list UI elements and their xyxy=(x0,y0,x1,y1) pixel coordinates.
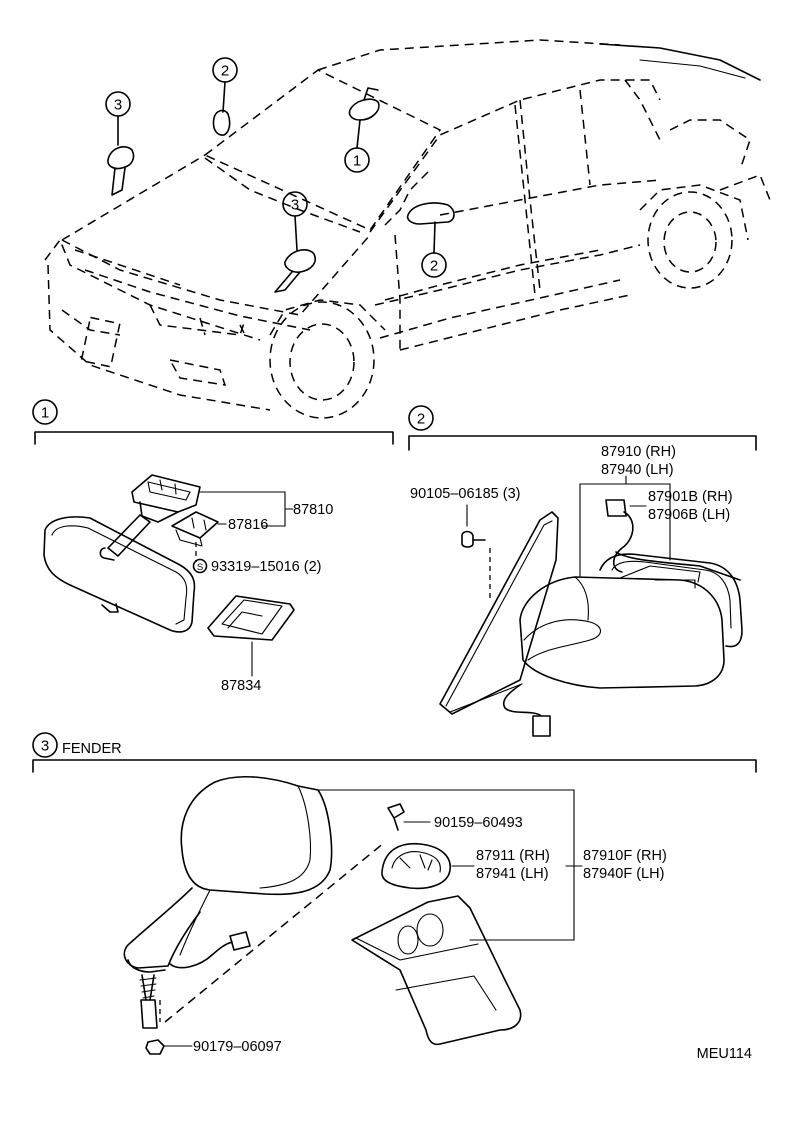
callout-1-inner-mirror: 1 xyxy=(353,153,361,170)
part-90105-06185: 90105–06185 (3) xyxy=(410,486,520,502)
part-90159-60493: 90159–60493 xyxy=(434,815,523,831)
section-1-number: 1 xyxy=(41,405,49,422)
part-90179-06097: 90179–06097 xyxy=(193,1039,282,1055)
section-3-title: FENDER xyxy=(62,741,122,757)
callout-3-fender-left: 3 xyxy=(114,97,122,114)
diagram-code: MEU114 xyxy=(697,1046,752,1062)
callouts: 3 2 1 3 2 xyxy=(105,57,447,278)
part-87901b-rh: 87901B (RH) xyxy=(648,489,733,505)
part-87834: 87834 xyxy=(221,678,261,694)
part-87910f-rh: 87910F (RH) xyxy=(583,848,667,864)
part-87816: 87816 xyxy=(228,517,268,533)
part-87906b-lh: 87906B (LH) xyxy=(648,507,730,523)
part-87941-lh: 87941 (LH) xyxy=(476,866,549,882)
part-87940f-lh: 87940F (LH) xyxy=(583,866,664,882)
section-2-door-mirror: 2 87910 (RH) 87940 (LH) xyxy=(408,405,757,737)
callout-3-fender-center: 3 xyxy=(291,197,299,214)
part-93319-15016: 93319–15016 (2) xyxy=(211,559,321,575)
part-87910-rh: 87910 (RH) xyxy=(601,444,676,460)
section-3-fender-mirror: 3 FENDER xyxy=(32,732,757,1055)
section-3-number: 3 xyxy=(41,738,49,755)
part-87810: 87810 xyxy=(293,502,333,518)
section-1-inner-mirror: 1 S 87810 87816 93319–150 xyxy=(32,399,394,694)
callout-2-door-right: 2 xyxy=(430,258,438,275)
car-illustration xyxy=(44,39,771,419)
section-2-number: 2 xyxy=(417,411,425,428)
callout-2-door-left: 2 xyxy=(221,63,229,80)
s-symbol: S xyxy=(197,562,203,573)
part-87911-rh: 87911 (RH) xyxy=(476,848,550,864)
part-87940-lh: 87940 (LH) xyxy=(601,462,674,478)
